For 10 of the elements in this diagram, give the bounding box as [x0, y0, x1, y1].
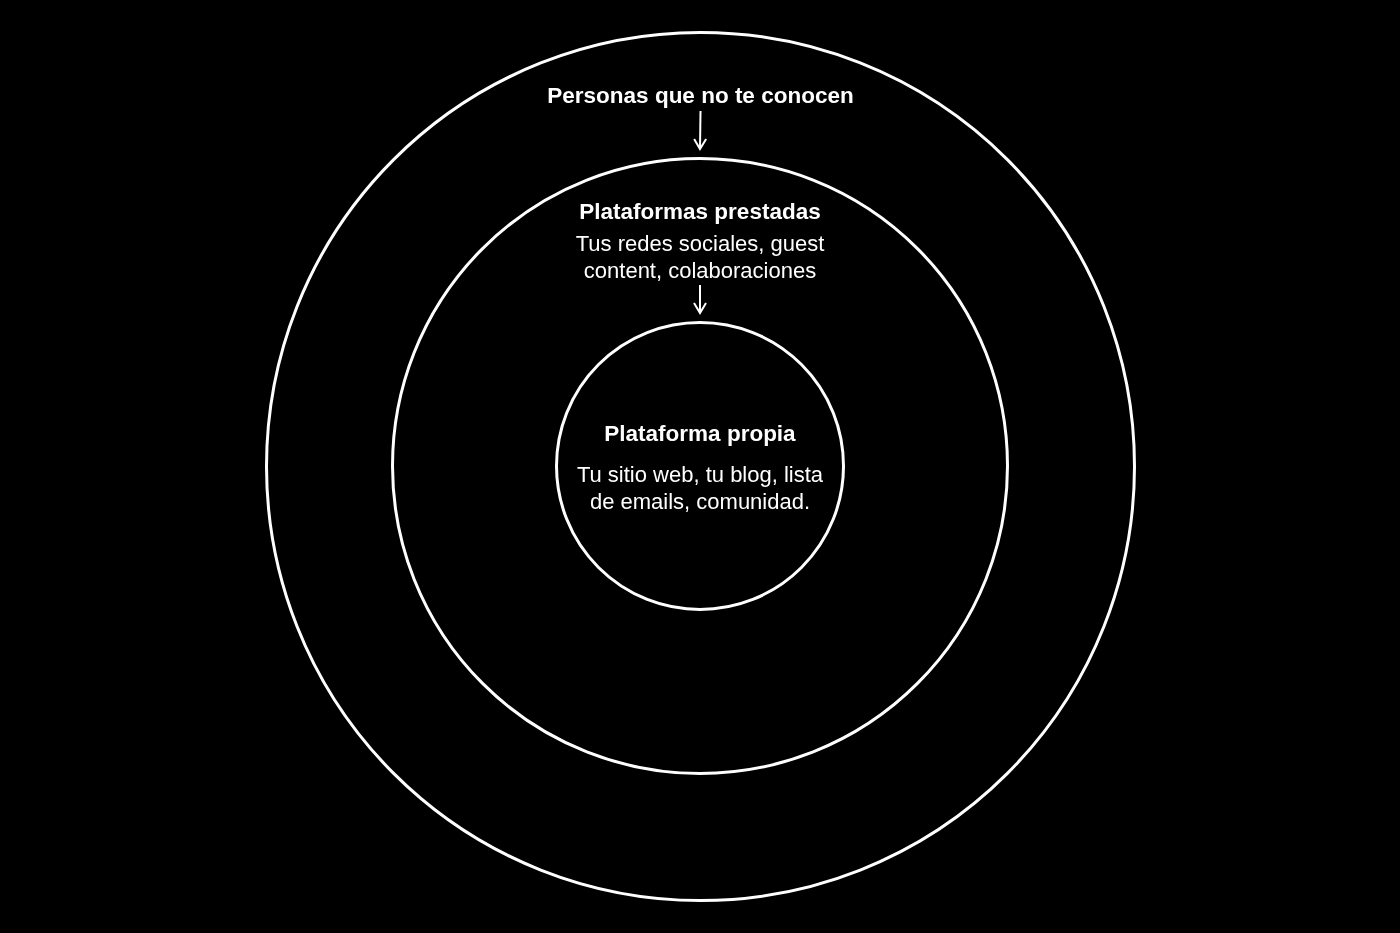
- arrow: [693, 284, 707, 314]
- circle-heading: Personas que no te conocen: [547, 82, 854, 110]
- outer-circle: [265, 31, 1136, 902]
- circle-description: Tus redes sociales, guest content, colaboraciones: [574, 230, 826, 284]
- circle-description: Tu sitio web, tu blog, lista de emails, comunidad.: [575, 461, 825, 515]
- inner-circle: [555, 321, 845, 611]
- circle-heading: Plataforma propia: [604, 420, 796, 448]
- arrow: [693, 110, 708, 150]
- circle-heading: Plataformas prestadas: [579, 198, 821, 226]
- middle-circle: [391, 157, 1009, 775]
